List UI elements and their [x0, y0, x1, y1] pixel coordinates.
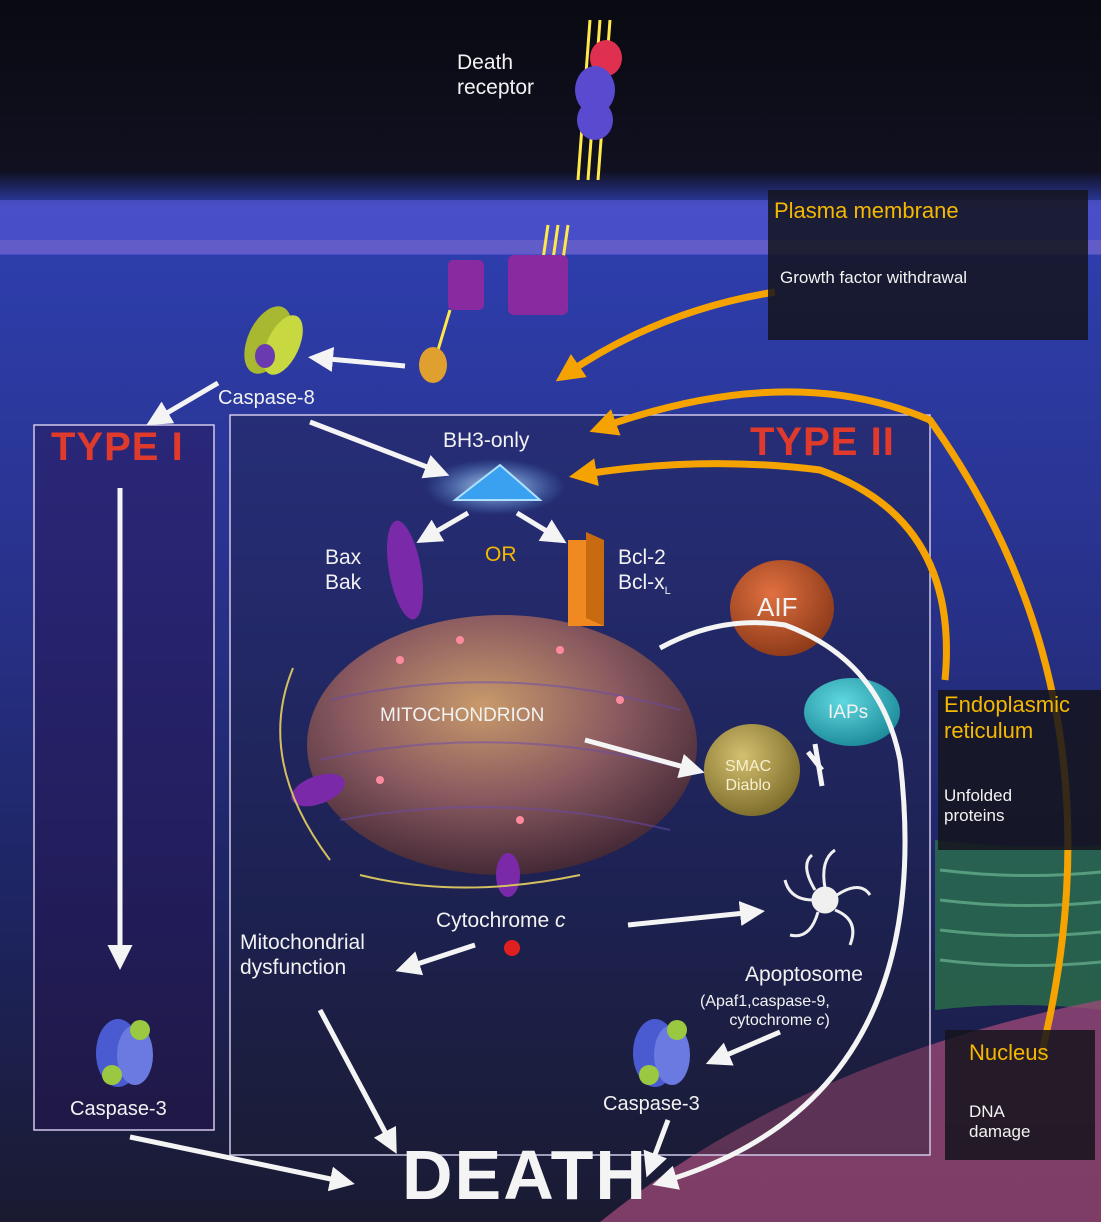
- plasma-membrane-title: Plasma membrane: [774, 198, 959, 224]
- apoptosome-detail: (Apaf1,caspase-9, cytochrome c): [700, 992, 830, 1030]
- er-title: Endoplasmic reticulum: [944, 692, 1070, 745]
- nucleus-panel: Nucleus DNA damage: [945, 1030, 1095, 1160]
- nucleus-title: Nucleus: [969, 1040, 1048, 1066]
- mitochondrion-label: MITOCHONDRION: [380, 705, 544, 728]
- mito-dysfunction-label: Mitochondrial dysfunction: [240, 930, 365, 980]
- unfolded-proteins-label: Unfolded proteins: [944, 786, 1012, 827]
- er-stripes: [935, 840, 1101, 1010]
- bax-bak-label: Bax Bak: [325, 545, 361, 595]
- caspase3-left-label: Caspase-3: [70, 1097, 167, 1121]
- cytochrome-c-dot: [504, 940, 520, 956]
- type2-title: TYPE II: [750, 420, 895, 465]
- caspase8-label: Caspase-8: [218, 386, 315, 410]
- er-panel: Endoplasmic reticulum Unfolded proteins: [938, 690, 1101, 850]
- caspase3-right-shape: [633, 1019, 690, 1087]
- bh3-label: BH3-only: [443, 428, 529, 453]
- apoptosome-label: Apoptosome: [745, 962, 863, 987]
- bcl2-label: Bcl-2 Bcl-xL: [618, 545, 671, 599]
- plasma-membrane-panel: Plasma membrane Growth factor withdrawal: [768, 190, 1088, 340]
- type1-title: TYPE I: [51, 425, 184, 470]
- or-label: OR: [485, 542, 517, 567]
- iaps-label: IAPs: [828, 702, 868, 725]
- dna-damage-label: DNA damage: [969, 1102, 1030, 1143]
- caspase3-left-shape: [96, 1019, 153, 1087]
- cytochrome-c-label: Cytochrome c: [436, 908, 566, 933]
- mitochondrion-shape: [307, 615, 697, 875]
- death-receptor-label: Death receptor: [457, 50, 534, 100]
- smac-label: SMAC Diablo: [725, 757, 771, 795]
- death-label: DEATH: [402, 1135, 648, 1215]
- aif-label: AIF: [757, 592, 797, 623]
- bcl2-shape: [568, 532, 604, 626]
- growth-factor-label: Growth factor withdrawal: [780, 268, 967, 288]
- caspase3-right-label: Caspase-3: [603, 1092, 700, 1116]
